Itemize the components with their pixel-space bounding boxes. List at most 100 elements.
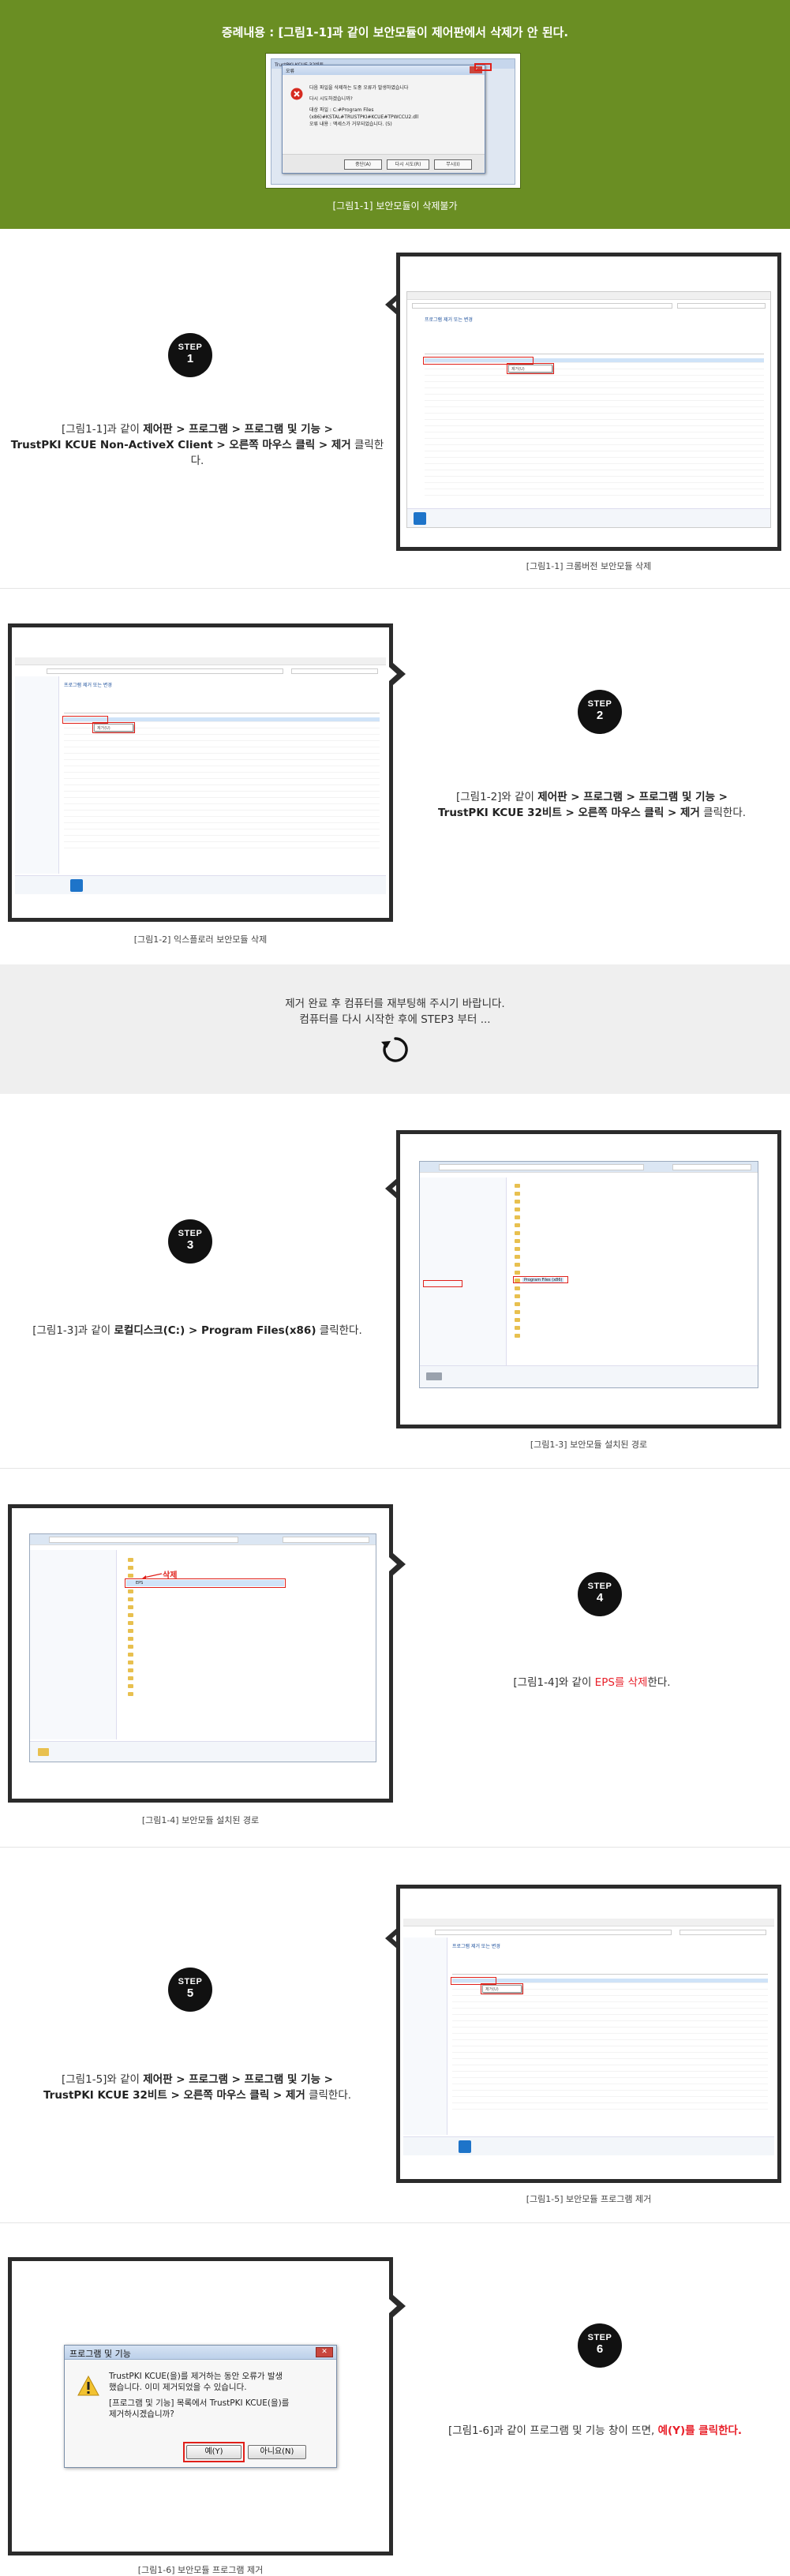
error-dialog-button-bar: 중단(A) 다시 시도(R) 무시(I)	[283, 154, 485, 173]
list-item[interactable]	[64, 793, 380, 798]
list-item[interactable]	[425, 415, 764, 420]
list-item[interactable]	[64, 837, 380, 842]
search-input[interactable]	[283, 1537, 369, 1543]
nav-sidebar	[30, 1550, 117, 1739]
list-item[interactable]	[425, 409, 764, 414]
list-item[interactable]	[64, 743, 380, 747]
step-5-screenshot-frame: 프로그램 제거 또는 변경 제거(U)	[396, 1885, 781, 2183]
list-item[interactable]	[425, 390, 764, 395]
list-item[interactable]	[425, 371, 764, 376]
list-item[interactable]	[452, 2080, 768, 2084]
list-item[interactable]	[64, 799, 380, 804]
list-item[interactable]	[64, 806, 380, 811]
list-item[interactable]	[425, 478, 764, 483]
address-bar	[435, 1930, 672, 1935]
list-item[interactable]	[64, 736, 380, 741]
list-item[interactable]	[64, 730, 380, 735]
close-icon[interactable]: ✕	[316, 2347, 333, 2357]
yes-button[interactable]: 예(Y)	[186, 2445, 241, 2459]
ignore-button[interactable]: 무시(I)	[434, 159, 472, 170]
list-item[interactable]	[64, 787, 380, 792]
list-item[interactable]	[64, 774, 380, 779]
search-input[interactable]	[672, 1164, 751, 1170]
search-input[interactable]	[291, 668, 378, 674]
list-item[interactable]	[425, 434, 764, 439]
list-item[interactable]	[64, 831, 380, 836]
eps-folder-row[interactable]: EPS	[126, 1580, 284, 1586]
list-item[interactable]	[425, 384, 764, 388]
context-menu-uninstall[interactable]: 제거(U)	[508, 365, 552, 373]
list-item[interactable]	[425, 402, 764, 407]
list-item[interactable]	[425, 365, 764, 369]
step-4-caption: [그림1-4] 보안모듈 설치된 경로	[141, 1815, 260, 1825]
details-pane	[420, 1365, 758, 1387]
list-item[interactable]	[452, 2073, 768, 2078]
list-item[interactable]	[425, 466, 764, 470]
no-button[interactable]: 아니요(N)	[248, 2445, 306, 2459]
list-item[interactable]	[64, 812, 380, 817]
list-item[interactable]	[64, 749, 380, 754]
text-prefix: [그림1-5]와 같이	[62, 2073, 144, 2086]
text-prefix: [그림1-1]과 같이	[62, 423, 144, 436]
list-item[interactable]	[452, 2016, 768, 2021]
list-item[interactable]	[452, 2042, 768, 2046]
list-item[interactable]	[452, 1985, 768, 1990]
list-item[interactable]	[425, 447, 764, 451]
list-item[interactable]	[64, 818, 380, 823]
dialog-title: 프로그램 및 기능	[65, 2346, 336, 2360]
list-item[interactable]	[452, 2048, 768, 2053]
list-item[interactable]	[425, 440, 764, 445]
folder-icon	[128, 1684, 133, 1688]
list-item[interactable]	[425, 453, 764, 458]
search-input[interactable]	[680, 1930, 766, 1935]
list-item[interactable]	[64, 717, 380, 722]
context-menu-uninstall[interactable]: 제거(U)	[482, 1985, 522, 1993]
step-2-text: [그림1-2]와 같이 제어판 > 프로그램 > 프로그램 및 기능 > Tru…	[402, 789, 781, 821]
list-item[interactable]	[425, 491, 764, 496]
list-item[interactable]	[452, 2029, 768, 2034]
list-item[interactable]	[425, 377, 764, 382]
retry-button[interactable]: 다시 시도(R)	[387, 159, 429, 170]
list-item[interactable]	[452, 2035, 768, 2040]
step-1-text: [그림1-1]과 같이 제어판 > 프로그램 > 프로그램 및 기능 > Tru…	[8, 421, 387, 469]
list-item[interactable]	[425, 459, 764, 464]
list-item[interactable]	[64, 781, 380, 785]
text-highlight: EPS를 삭제	[594, 1676, 648, 1689]
error-line-5: 오류 내용 : 액세스가 거부되었습니다. (5)	[309, 122, 392, 127]
highlight-box	[451, 1977, 496, 1985]
list-item[interactable]	[452, 2004, 768, 2009]
list-item[interactable]	[425, 428, 764, 432]
list-item[interactable]	[452, 2099, 768, 2103]
step-4-text: [그림1-4]와 같이 EPS를 삭제한다.	[402, 1675, 781, 1690]
list-item[interactable]	[64, 724, 380, 728]
search-input[interactable]	[677, 303, 766, 309]
list-item[interactable]	[452, 2061, 768, 2065]
list-item[interactable]	[425, 485, 764, 489]
list-item[interactable]	[425, 421, 764, 426]
list-item[interactable]	[425, 358, 764, 363]
list-header	[64, 708, 380, 713]
list-item[interactable]	[452, 2023, 768, 2027]
list-item[interactable]	[452, 1991, 768, 1996]
list-item[interactable]	[425, 396, 764, 401]
list-item[interactable]	[452, 2054, 768, 2059]
list-item[interactable]	[452, 2092, 768, 2097]
list-item[interactable]	[452, 2105, 768, 2110]
list-item[interactable]	[64, 755, 380, 760]
folder-icon	[128, 1661, 133, 1664]
list-item[interactable]	[452, 1979, 768, 1983]
list-item[interactable]	[452, 2067, 768, 2072]
list-item[interactable]	[452, 2010, 768, 2015]
list-item[interactable]	[452, 2086, 768, 2091]
list-item[interactable]	[64, 844, 380, 848]
list-item[interactable]	[64, 825, 380, 829]
list-item[interactable]	[452, 1998, 768, 2002]
folder-icon	[515, 1215, 520, 1219]
program-files-x86-folder[interactable]: Program Files (x86)	[522, 1278, 564, 1282]
section-heading: 프로그램 제거 또는 변경	[64, 683, 112, 688]
context-menu-uninstall[interactable]: 제거(U)	[94, 724, 133, 732]
list-item[interactable]	[64, 768, 380, 773]
abort-button[interactable]: 중단(A)	[344, 159, 382, 170]
list-item[interactable]	[425, 472, 764, 477]
list-item[interactable]	[64, 762, 380, 766]
